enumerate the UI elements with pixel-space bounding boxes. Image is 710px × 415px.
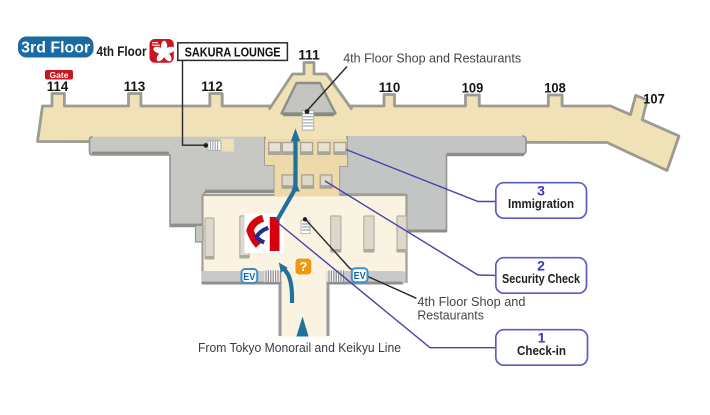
svg-text:2: 2 <box>537 257 545 273</box>
svg-text:Security Check: Security Check <box>502 272 580 286</box>
svg-text:108: 108 <box>544 80 566 96</box>
svg-text:109: 109 <box>462 80 484 96</box>
svg-text:?: ? <box>299 259 307 274</box>
svg-text:4th Floor Shop and Restaurants: 4th Floor Shop and Restaurants <box>343 51 521 66</box>
svg-text:1: 1 <box>538 329 546 345</box>
svg-text:110: 110 <box>379 79 401 95</box>
svg-text:Restaurants: Restaurants <box>417 307 484 322</box>
svg-text:4th Floor Shop and: 4th Floor Shop and <box>417 294 525 309</box>
svg-text:3: 3 <box>537 182 545 198</box>
svg-text:EV: EV <box>354 271 366 282</box>
svg-text:114: 114 <box>47 78 69 94</box>
svg-text:107: 107 <box>643 91 665 107</box>
svg-text:SAKURA LOUNGE: SAKURA LOUNGE <box>185 44 281 59</box>
svg-text:111: 111 <box>298 47 320 63</box>
svg-text:Gate: Gate <box>50 70 69 80</box>
svg-text:EV: EV <box>243 272 255 283</box>
svg-text:113: 113 <box>124 78 146 94</box>
svg-text:112: 112 <box>201 78 223 94</box>
svg-text:4th Floor: 4th Floor <box>97 44 148 59</box>
svg-text:From Tokyo Monorail and Keikyu: From Tokyo Monorail and Keikyu Line <box>198 340 401 355</box>
svg-text:Immigration: Immigration <box>508 196 574 211</box>
svg-text:Check-in: Check-in <box>517 343 566 358</box>
svg-text:3rd Floor: 3rd Floor <box>21 40 90 57</box>
